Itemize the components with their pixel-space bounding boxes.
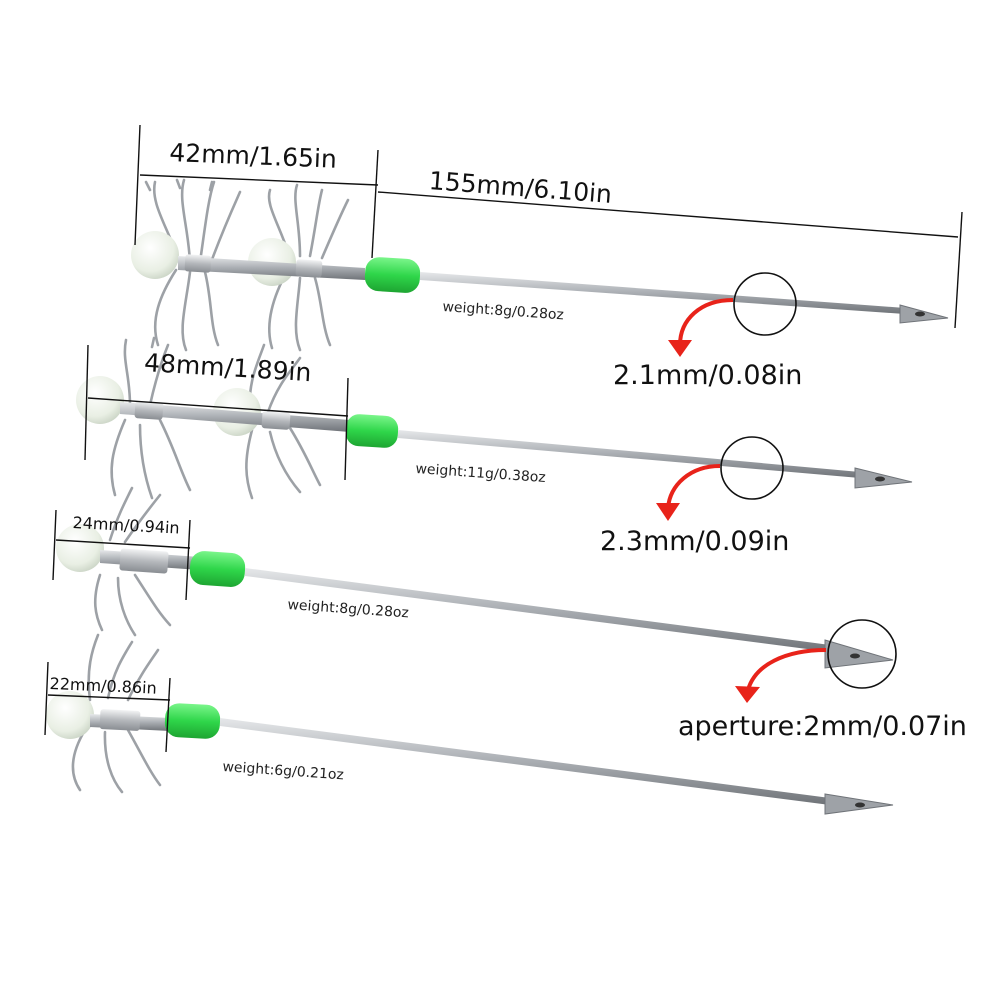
diameter-circle [733, 272, 797, 336]
rod-eyelet [855, 802, 865, 808]
hook-crown [93, 486, 172, 637]
aperture-circle [827, 619, 897, 689]
green-float [345, 414, 399, 448]
callouts [656, 272, 897, 703]
green-float [164, 703, 221, 739]
green-float [364, 257, 421, 293]
red-arrow [666, 464, 721, 509]
red-arrow [746, 648, 827, 691]
rod-eyelet [875, 476, 885, 482]
rod-shaft [245, 568, 830, 652]
rod-shaft [420, 272, 905, 314]
rod-shaft [220, 718, 830, 805]
lure-3 [56, 486, 894, 669]
hook-sleeve [295, 259, 323, 278]
jig-body [120, 402, 350, 432]
diameter-label-2: 2.3mm/0.09in [600, 526, 790, 557]
aperture-label: aperture:2mm/0.07in [678, 711, 967, 742]
green-float [189, 551, 246, 587]
rod-eyelet [850, 653, 860, 659]
dimension-lines [44, 124, 963, 753]
jig-length-label-1: 42mm/1.65in [168, 138, 338, 174]
glow-bead [131, 231, 179, 279]
diameter-circle [720, 436, 784, 500]
red-arrow-head [668, 340, 692, 357]
lure-4 [46, 633, 894, 815]
hook-crown [71, 633, 162, 794]
diameter-label-1: 2.1mm/0.08in [613, 360, 803, 391]
hook-crown [110, 338, 322, 500]
hook-sleeve [99, 709, 141, 731]
rod-eyelet [915, 311, 925, 317]
red-arrow [678, 298, 734, 346]
lure-1 [131, 178, 949, 352]
hook-sleeve [119, 548, 169, 574]
jig-length-label-4: 22mm/0.86in [49, 674, 158, 698]
rod-tip [824, 639, 894, 669]
rod-shaft [398, 430, 860, 478]
glow-bead [46, 691, 94, 739]
hook-sleeve [184, 254, 212, 273]
hook-sleeve [261, 411, 291, 430]
lure-2 [76, 338, 913, 500]
hook-sleeve [134, 401, 164, 420]
red-arrow-head [656, 503, 680, 521]
glow-bead [76, 376, 124, 424]
glow-bead [56, 524, 104, 572]
red-arrow-head [735, 686, 760, 703]
